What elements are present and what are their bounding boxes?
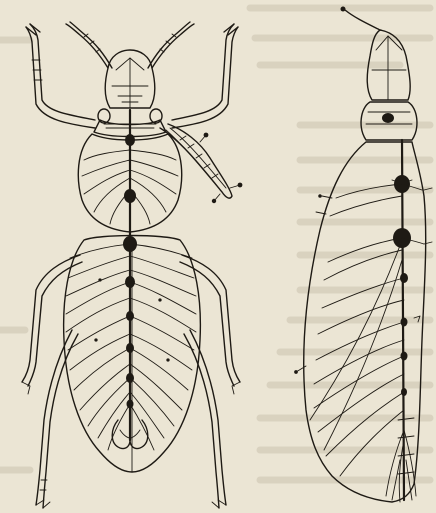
larva-head: [367, 30, 410, 100]
larva-thorax: [361, 102, 417, 140]
beetle-front-legs: [26, 24, 238, 128]
larva-nerve-cord: [392, 140, 412, 500]
larva-side-tufts: [295, 188, 432, 373]
larva-antenna: [345, 10, 380, 30]
beetle-figure: [22, 22, 242, 508]
beetle-nerve-cord: [123, 110, 137, 440]
larva-figure: [295, 7, 432, 503]
